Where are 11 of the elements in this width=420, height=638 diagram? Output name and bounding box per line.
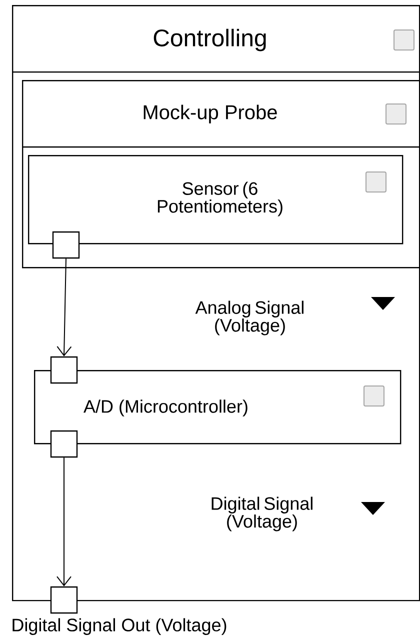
signal-label: Digital Signal (Voltage) [212, 496, 312, 532]
port-square [50, 586, 78, 614]
port-square [52, 231, 80, 259]
component-box: Sensor (6 Potentiometers) [28, 155, 404, 244]
arrow [56, 457, 72, 586]
port-label: Digital Signal Out (Voltage) [12, 618, 226, 635]
port-square [50, 356, 78, 384]
port-square [50, 430, 78, 458]
component-box: A/D (Microcontroller) [34, 370, 402, 444]
arrow [56, 258, 72, 356]
signal-label: Analog Signal (Voltage) [195, 300, 304, 336]
